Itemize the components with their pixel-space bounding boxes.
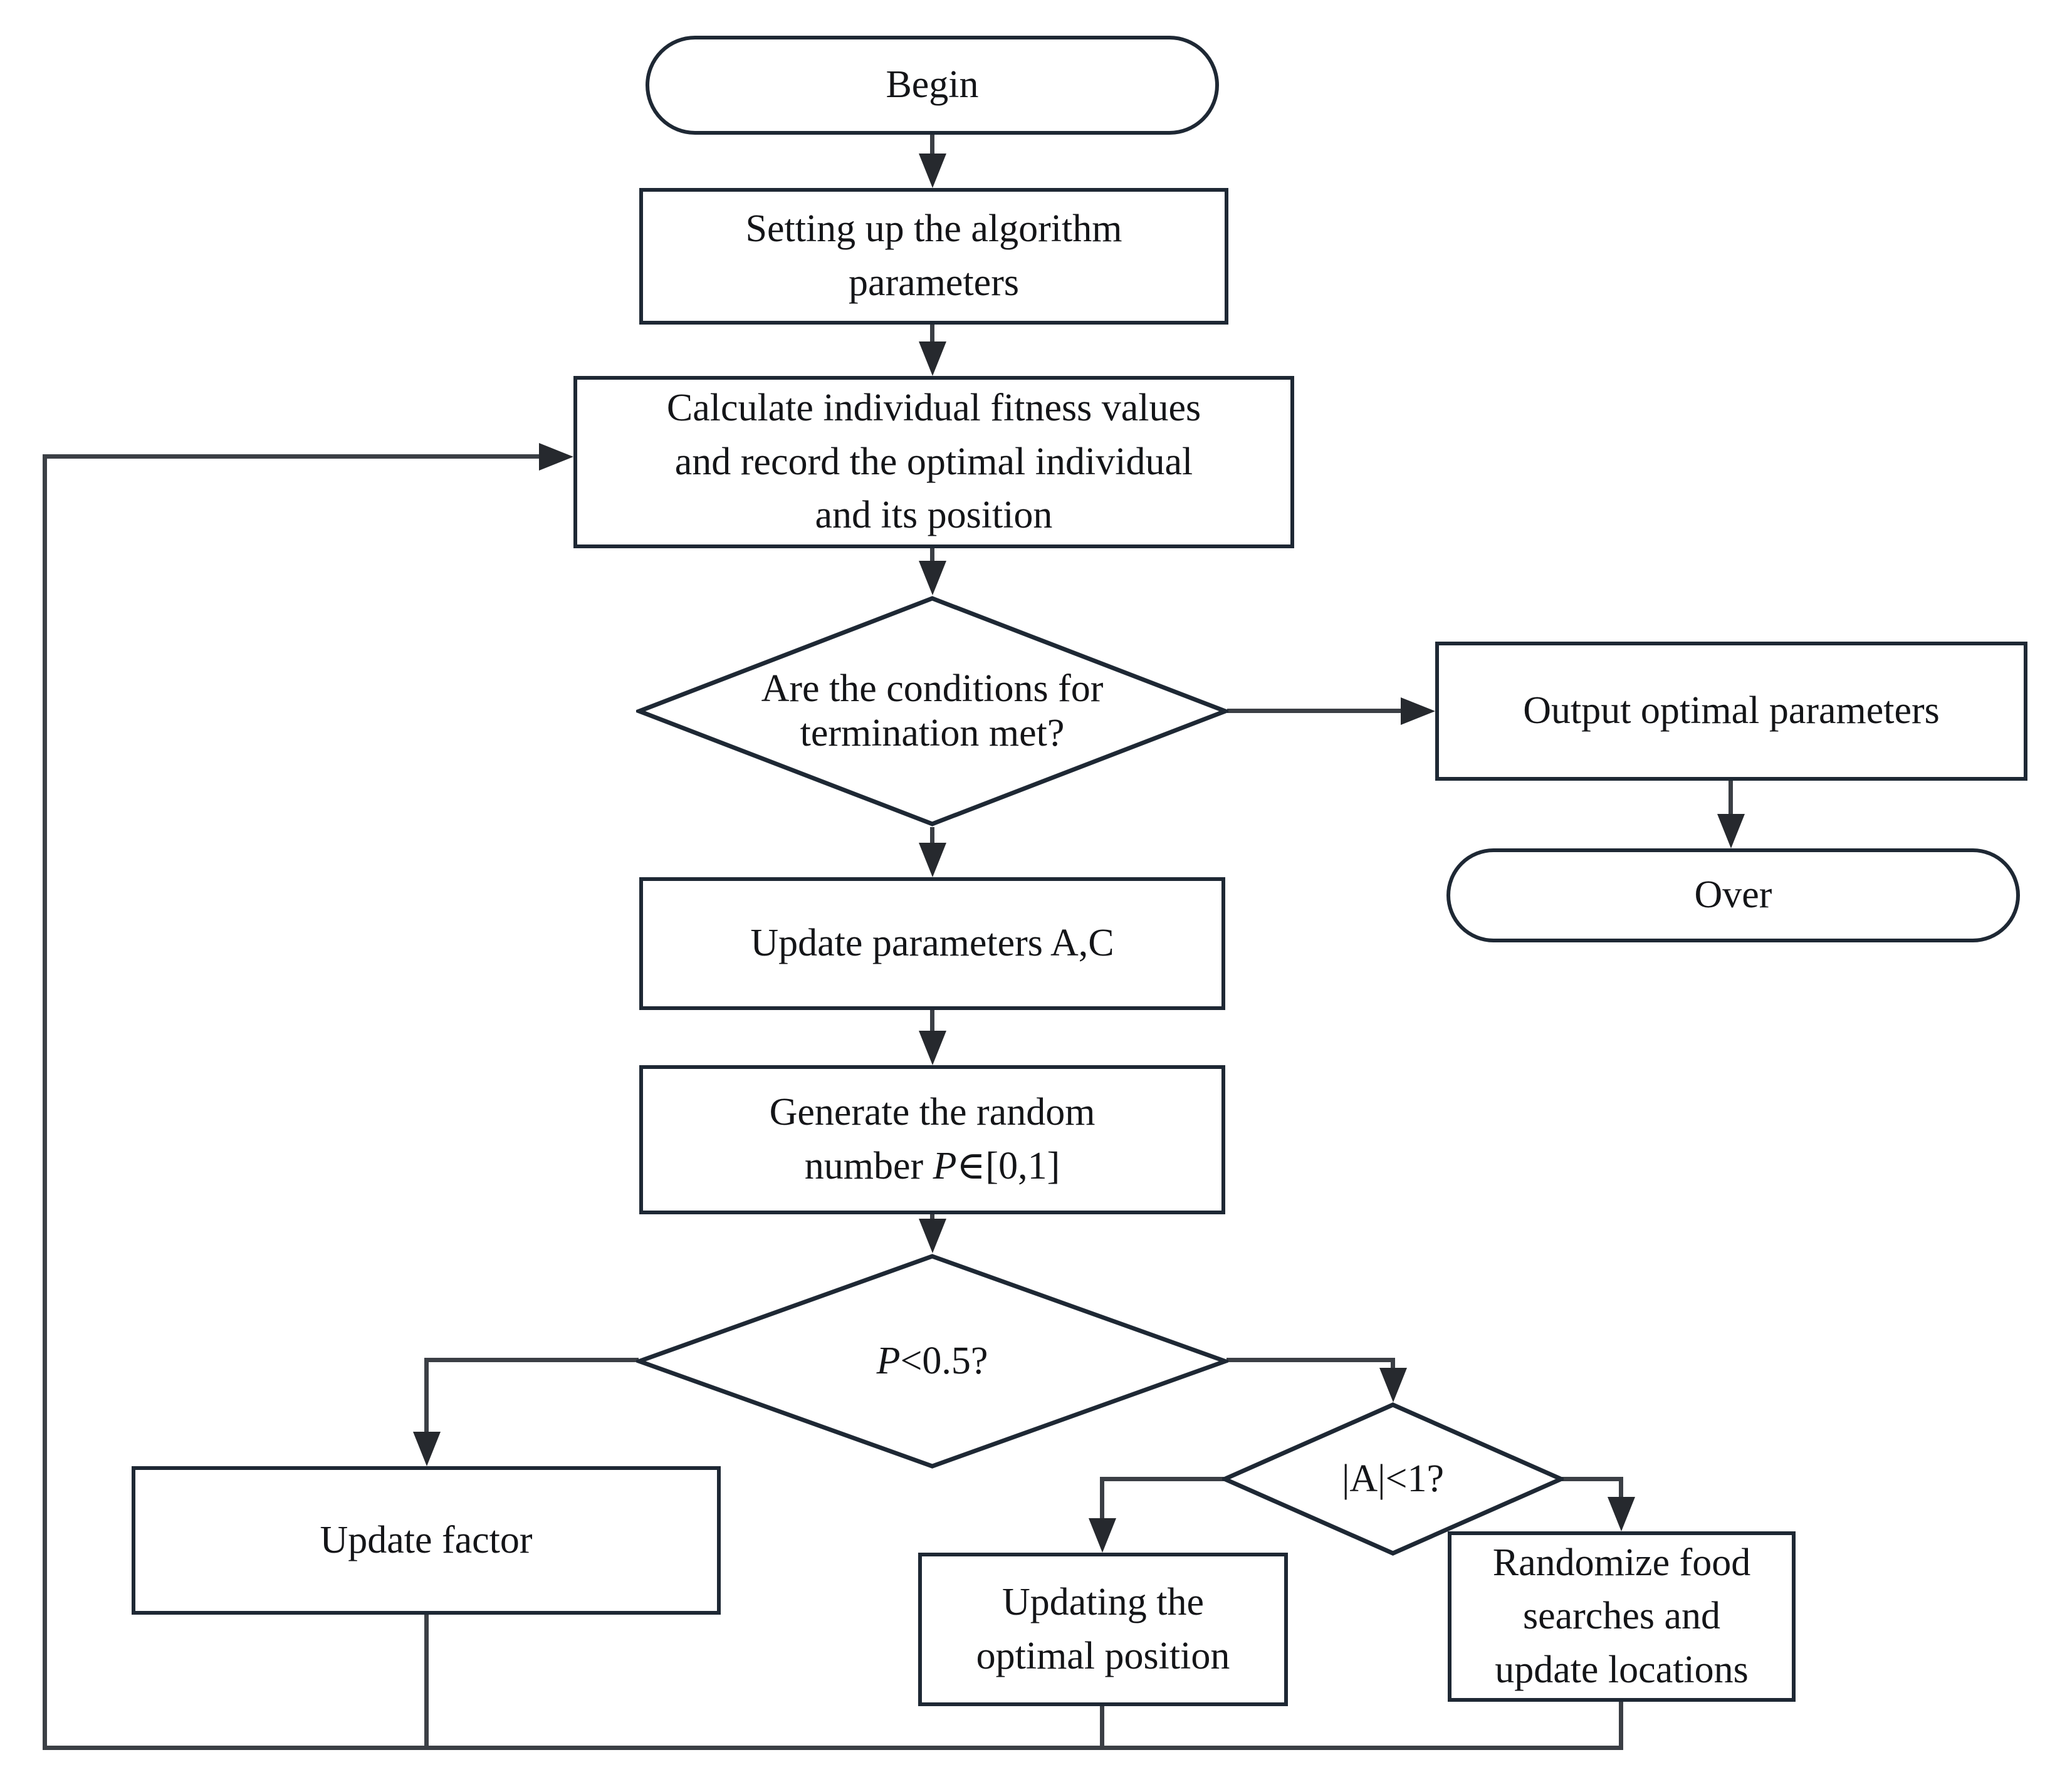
arrowhead-setup-calc bbox=[919, 341, 946, 376]
process-update-optimal-position: Updating the optimal position bbox=[918, 1553, 1288, 1706]
arrowhead-updateac-generate bbox=[919, 1031, 946, 1065]
arrowhead-adecision-randomize bbox=[1608, 1497, 1635, 1531]
generate-line2-prefix: number bbox=[804, 1145, 933, 1187]
process-update-parameters-ac: Update parameters A,C bbox=[639, 877, 1225, 1010]
edge-termination-updateac bbox=[930, 827, 934, 851]
edge-updatefactor-feedback bbox=[424, 1613, 429, 1750]
edge-adecision-randomize-v bbox=[1619, 1477, 1623, 1502]
terminator-begin-label: Begin bbox=[886, 63, 979, 107]
terminator-over: Over bbox=[1446, 848, 2020, 942]
edge-updateoptimal-feedback bbox=[1100, 1705, 1104, 1750]
decision-abs-a-less-1-shape bbox=[1222, 1402, 1564, 1556]
generate-variable: P bbox=[933, 1145, 957, 1187]
edge-pdecision-adecision-h bbox=[1226, 1358, 1393, 1362]
edge-pdecision-updatefactor-v bbox=[424, 1358, 429, 1436]
decision-termination-label: Are the conditions for termination met? bbox=[761, 667, 1104, 754]
generate-line2-suffix: ∈[0,1] bbox=[956, 1145, 1060, 1187]
arrowhead-pdecision-updatefactor bbox=[413, 1432, 441, 1466]
decision-abs-a-less-1-label: |A|<1? bbox=[1341, 1457, 1445, 1500]
process-setup-parameters: Setting up the algorithm parameters bbox=[639, 188, 1228, 325]
process-update-factor: Update factor bbox=[132, 1466, 721, 1615]
edge-feedback-into-calc bbox=[43, 454, 541, 459]
edge-randomize-feedback bbox=[1619, 1701, 1623, 1750]
process-setup-parameters-label: Setting up the algorithm parameters bbox=[745, 207, 1122, 304]
edge-updateac-generate bbox=[930, 1010, 934, 1038]
edge-pdecision-adecision-v bbox=[1391, 1358, 1395, 1373]
process-update-parameters-ac-label: Update parameters A,C bbox=[750, 922, 1114, 965]
decision-p-less-05: P<0.5? bbox=[636, 1253, 1228, 1469]
process-output-parameters-label: Output optimal parameters bbox=[1523, 689, 1940, 732]
edge-adecision-updateoptimal-v bbox=[1100, 1477, 1104, 1524]
p-decision-variable: P bbox=[876, 1340, 901, 1382]
decision-p-less-05-shape bbox=[636, 1254, 1228, 1469]
arrowhead-adecision-updateoptimal bbox=[1089, 1518, 1116, 1553]
decision-termination-shape bbox=[636, 596, 1228, 826]
process-calculate-fitness: Calculate individual fitness values and … bbox=[573, 376, 1294, 548]
process-update-optimal-position-label: Updating the optimal position bbox=[976, 1580, 1230, 1677]
arrowhead-termination-updateac bbox=[919, 843, 946, 877]
arrowhead-generate-pdecision bbox=[919, 1219, 946, 1253]
arrowhead-feedback-into-calc bbox=[539, 443, 573, 471]
edge-termination-output bbox=[1227, 709, 1409, 713]
process-randomize-food-search-label: Randomize food searches and update locat… bbox=[1492, 1541, 1751, 1691]
edge-output-over bbox=[1729, 781, 1733, 820]
decision-abs-a-less-1: |A|<1? bbox=[1222, 1402, 1564, 1556]
arrowhead-begin-setup bbox=[919, 154, 946, 188]
process-randomize-food-search: Randomize food searches and update locat… bbox=[1448, 1531, 1796, 1702]
arrowhead-pdecision-adecision bbox=[1379, 1368, 1407, 1402]
generate-line1: Generate the random bbox=[769, 1091, 1096, 1134]
p-decision-condition: <0.5? bbox=[900, 1340, 988, 1382]
decision-termination: Are the conditions for termination met? bbox=[636, 595, 1228, 827]
edge-adecision-updateoptimal-h bbox=[1102, 1477, 1224, 1481]
edge-setup-calc bbox=[930, 325, 934, 351]
process-update-factor-label: Update factor bbox=[320, 1518, 533, 1561]
process-calculate-fitness-label: Calculate individual fitness values and … bbox=[666, 387, 1201, 537]
decision-p-less-05-label: P<0.5? bbox=[636, 1253, 1228, 1469]
edge-feedback-left bbox=[43, 454, 47, 1750]
terminator-begin: Begin bbox=[646, 36, 1219, 135]
process-generate-random-label: Generate the random number P∈[0,1] bbox=[770, 1086, 1096, 1193]
terminator-over-label: Over bbox=[1694, 873, 1772, 917]
edge-calc-termination bbox=[930, 548, 934, 567]
arrowhead-calc-termination bbox=[919, 561, 946, 595]
edge-adecision-randomize-h bbox=[1562, 1477, 1623, 1481]
process-generate-random: Generate the random number P∈[0,1] bbox=[639, 1065, 1225, 1214]
edge-pdecision-updatefactor-h bbox=[424, 1358, 639, 1362]
edge-feedback-bottom bbox=[43, 1746, 1623, 1750]
arrowhead-output-over bbox=[1717, 814, 1745, 848]
process-output-parameters: Output optimal parameters bbox=[1435, 642, 2027, 781]
edge-begin-setup bbox=[930, 135, 934, 163]
arrowhead-termination-output bbox=[1401, 697, 1435, 725]
